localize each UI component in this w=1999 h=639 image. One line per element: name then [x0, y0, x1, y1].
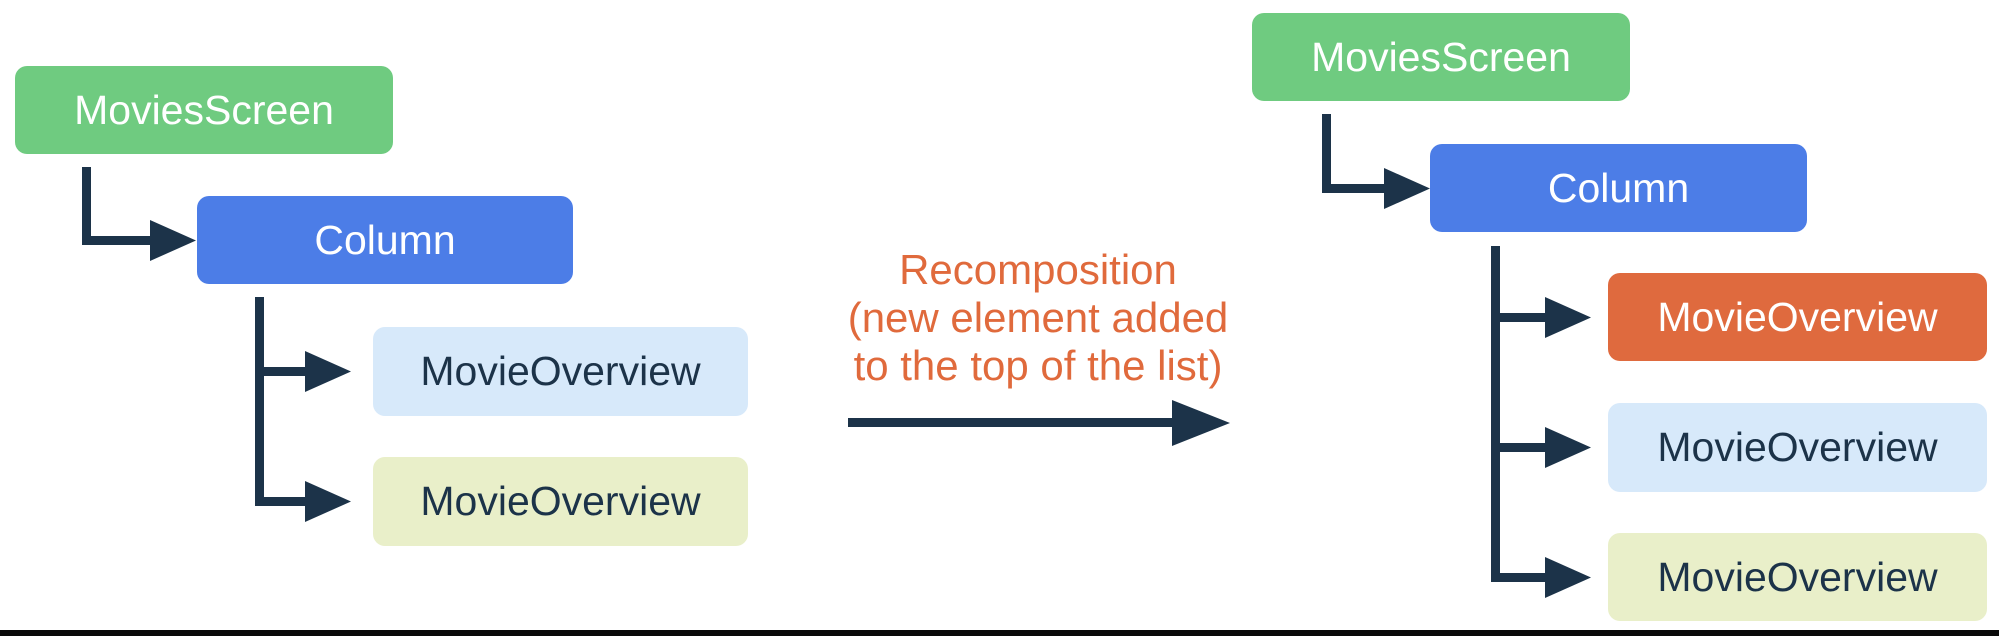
right-branch-3-line [1491, 573, 1545, 582]
right-column-connector-vertical-line [1491, 246, 1500, 582]
bottom-divider-line [0, 630, 1999, 636]
right-branch-1-arrowhead-icon [1545, 297, 1591, 338]
recomposition-arrow-shaft [848, 418, 1174, 427]
left-column-node: Column [197, 196, 573, 284]
right-root-connector-horizontal-line [1322, 184, 1384, 193]
recomposition-annotation-line-1: Recomposition [899, 246, 1177, 293]
recomposition-annotation: Recomposition (new element added to the … [828, 246, 1248, 390]
left-branch-2-arrowhead-icon [305, 481, 351, 522]
right-branch-1-line [1491, 313, 1545, 322]
left-branch-1-line [255, 367, 307, 376]
left-movies-screen-node: MoviesScreen [15, 66, 393, 154]
left-branch-2-line [255, 497, 307, 506]
left-branch-1-arrowhead-icon [305, 351, 351, 392]
left-movie-overview-node-2: MovieOverview [373, 457, 748, 546]
recomposition-annotation-line-2: (new element added [847, 294, 1229, 341]
right-root-connector-vertical-line [1322, 114, 1331, 193]
recomposition-arrowhead-icon [1172, 400, 1230, 446]
left-root-arrowhead-icon [150, 220, 196, 261]
right-movie-overview-node-2: MovieOverview [1608, 403, 1987, 492]
right-branch-2-arrowhead-icon [1545, 427, 1591, 468]
recomposition-annotation-line-3: to the top of the list) [853, 342, 1223, 389]
right-branch-3-arrowhead-icon [1545, 557, 1591, 598]
left-root-connector-horizontal-line [82, 236, 150, 245]
right-movie-overview-node-3: MovieOverview [1608, 533, 1987, 621]
right-column-node: Column [1430, 144, 1807, 232]
right-movies-screen-node: MoviesScreen [1252, 13, 1630, 101]
right-branch-2-line [1491, 443, 1545, 452]
left-root-connector-vertical-line [82, 167, 91, 245]
right-movie-overview-node-new: MovieOverview [1608, 273, 1987, 361]
left-column-connector-vertical-line [255, 297, 264, 506]
right-root-arrowhead-icon [1384, 168, 1430, 209]
left-movie-overview-node-1: MovieOverview [373, 327, 748, 416]
